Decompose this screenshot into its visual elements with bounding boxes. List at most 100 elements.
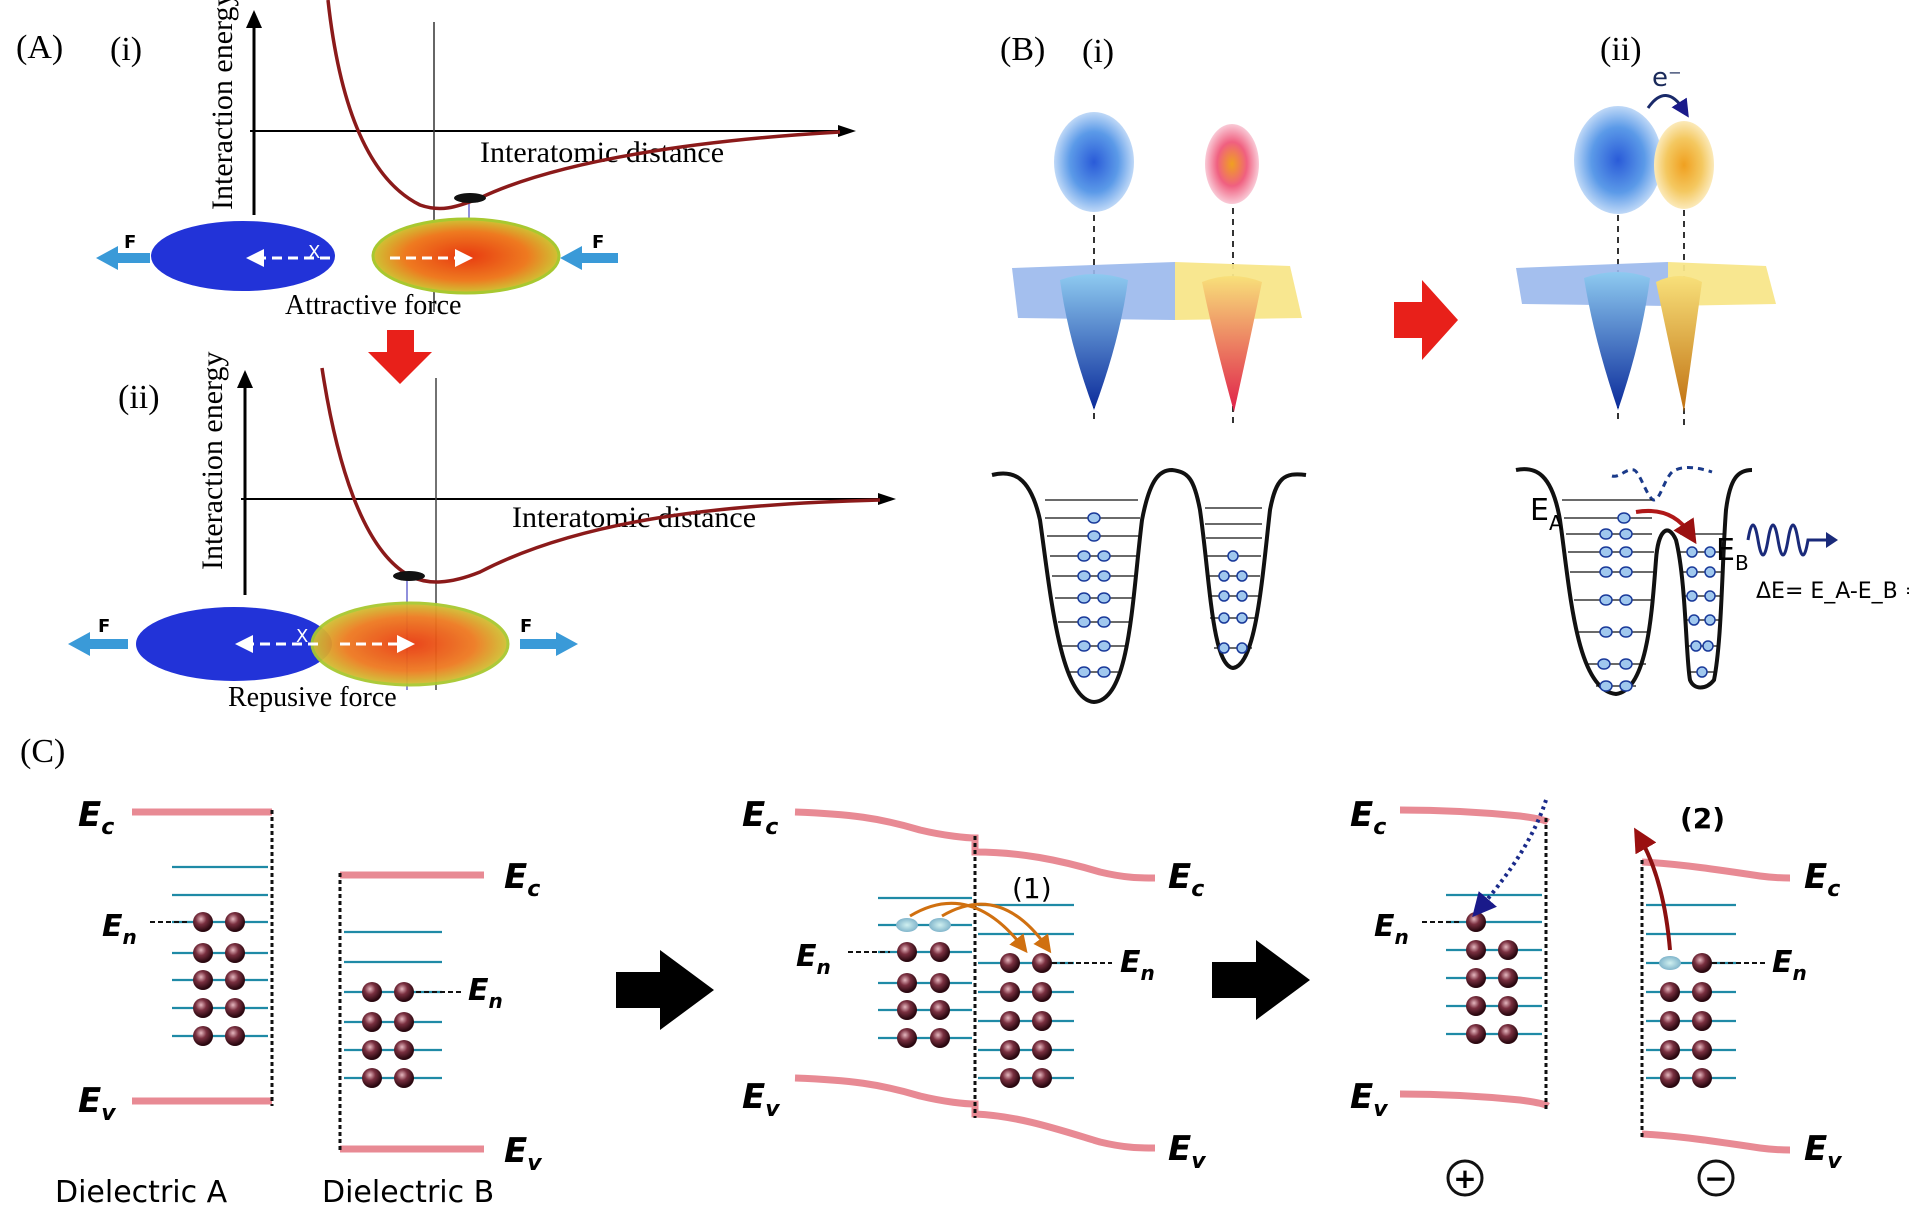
c3-b-ec-label: Ec	[1804, 857, 1840, 902]
c1-a-trap-levels	[172, 865, 268, 1038]
panel-b-ii-label: (ii)	[1600, 31, 1642, 68]
b-ii-ea-label: EA	[1530, 493, 1563, 535]
b-i-blue-cloud	[1054, 112, 1134, 212]
c2-transfer-arrow-2	[941, 902, 1052, 954]
c1-b-en-label: En	[468, 973, 503, 1013]
a-i-x-symbol: X	[308, 242, 320, 263]
c3-a-ec-label: Ec	[1350, 795, 1386, 840]
c3-positive-charge-sign: +	[1453, 1162, 1476, 1195]
c2-holes	[896, 918, 951, 932]
panel-b-i-label: (i)	[1082, 33, 1114, 70]
c3-positive-charge-circle	[1446, 1159, 1484, 1197]
c3-b-ec-band	[1641, 858, 1791, 882]
c-arrow-2	[1212, 940, 1310, 1020]
c2-right-electrons	[1000, 953, 1052, 1088]
a-transition-arrow	[368, 330, 432, 384]
a-ii-left-force-arrow	[68, 632, 128, 656]
panel-b: (B) (i) (ii)	[991, 31, 1909, 705]
b-ii-transfer-arrow	[1635, 509, 1697, 545]
c3-b-electrons	[1660, 953, 1712, 1088]
c3-b-en-label: En	[1772, 945, 1807, 985]
a-i-blue-atom	[151, 221, 335, 291]
panel-c: (C) Ec En Ev	[20, 733, 1842, 1210]
c2-en-right-label: En	[1120, 945, 1155, 985]
c2-left-electrons	[897, 942, 950, 1048]
c3-a-trap-levels	[1446, 893, 1542, 1036]
a-i-potential-curve	[326, 0, 841, 211]
c1-b-ev-label: Ev	[504, 1131, 542, 1176]
a-ii-potential-curve	[320, 367, 881, 584]
b-ii-right-electrons	[1686, 546, 1716, 678]
b-ii-potential-wells	[1515, 467, 1753, 697]
c1-a-ec-label: Ec	[78, 795, 114, 840]
c3-b-ev-label: Ev	[1804, 1129, 1842, 1174]
a-i-x-axis-label: Interatomic distance	[480, 136, 724, 169]
a-i-right-force-label: F	[592, 232, 604, 253]
c2-ev-left-label: Ev	[742, 1077, 780, 1122]
c3-step-2-label: (2)	[1680, 802, 1725, 835]
c3-a-ec-band	[1399, 806, 1550, 826]
a-i-x-axis-arrowhead	[838, 125, 856, 137]
a-ii-repulsive-label: Repusive force	[228, 682, 397, 713]
b-i-blue-funnel	[1060, 274, 1128, 410]
c1-a-electrons	[193, 912, 245, 1046]
b-ii-left-electrons	[1597, 512, 1633, 692]
a-ii-x-axis-label: Interatomic distance	[512, 501, 756, 534]
a-i-left-force-label: F	[124, 232, 136, 253]
a-ii-y-axis-arrowhead	[237, 370, 253, 388]
a-ii-blue-atom	[136, 607, 332, 681]
c3-b-hole	[1659, 956, 1681, 970]
a-i-orange-atom	[371, 217, 561, 295]
c3-a-ev-band	[1399, 1090, 1550, 1110]
c2-ev-right-label: Ev	[1168, 1129, 1206, 1174]
panel-a-label: (A)	[16, 29, 63, 66]
b-transition-arrow	[1394, 280, 1458, 360]
a-i-left-force-arrow	[96, 246, 150, 270]
panel-c-label: (C)	[20, 733, 65, 770]
a-i-position-marker	[454, 193, 486, 203]
b-ii-blue-funnel	[1584, 272, 1650, 410]
c3-a-return-arrow	[1472, 799, 1548, 918]
b-i-potential-wells	[991, 467, 1307, 705]
b-ii-energy-equation: ΔE= E_A-E_B = hν	[1756, 579, 1909, 604]
b-i-right-electrons	[1218, 550, 1248, 654]
b-ii-yellow-cloud	[1654, 121, 1714, 209]
c3-a-ev-label: Ev	[1350, 1077, 1388, 1122]
c1-b-trap-levels	[344, 930, 442, 1080]
c1-dielectric-b-label: Dielectric B	[322, 1175, 494, 1210]
c1-b-ec-label: Ec	[504, 857, 540, 902]
c1-a-en-label: En	[102, 909, 137, 949]
panel-a-ii-label: (ii)	[118, 379, 160, 416]
c2-trap-levels	[878, 896, 1074, 1080]
a-ii-right-force-arrow	[520, 632, 578, 656]
b-i-pink-funnel	[1202, 276, 1262, 412]
b-ii-electron-hop-arrow	[1646, 94, 1689, 118]
b-ii-photon-arrowhead	[1826, 532, 1838, 548]
panel-a-i-label: (i)	[110, 31, 142, 68]
a-i-y-axis-label: Interaction energy	[206, 0, 239, 210]
a-ii-x-symbol: X	[296, 626, 308, 647]
a-ii-y-axis-label: Interaction energy	[196, 351, 229, 570]
c-arrow-1	[616, 950, 714, 1030]
c2-ec-right-label: Ec	[1168, 857, 1204, 902]
panel-b-label: (B)	[1000, 31, 1045, 68]
b-ii-dashed-level-curve	[1611, 466, 1713, 502]
a-ii-position-marker	[393, 571, 425, 581]
c1-b-electrons	[362, 982, 414, 1088]
c2-en-left-label: En	[796, 939, 831, 979]
panel-a: (A) (i) Interaction energy Interatomic d…	[16, 0, 896, 713]
a-ii-right-force-label: F	[520, 616, 532, 637]
a-i-y-axis-arrowhead	[246, 10, 262, 28]
b-i-pink-cloud	[1205, 124, 1259, 204]
c3-negative-charge-circle	[1697, 1159, 1735, 1197]
c3-a-electrons	[1466, 912, 1518, 1044]
c3-b-excitation-arrow	[1634, 827, 1672, 951]
b-ii-orange-funnel	[1656, 276, 1702, 412]
c3-b-ev-band	[1641, 1130, 1791, 1154]
b-ii-left-levels	[1562, 499, 1654, 687]
b-ii-electron-label: e⁻	[1652, 63, 1682, 93]
c1-a-ev-label: Ev	[78, 1081, 116, 1126]
b-ii-blue-cloud	[1574, 106, 1662, 214]
c2-step-1-label: (1)	[1012, 872, 1052, 905]
